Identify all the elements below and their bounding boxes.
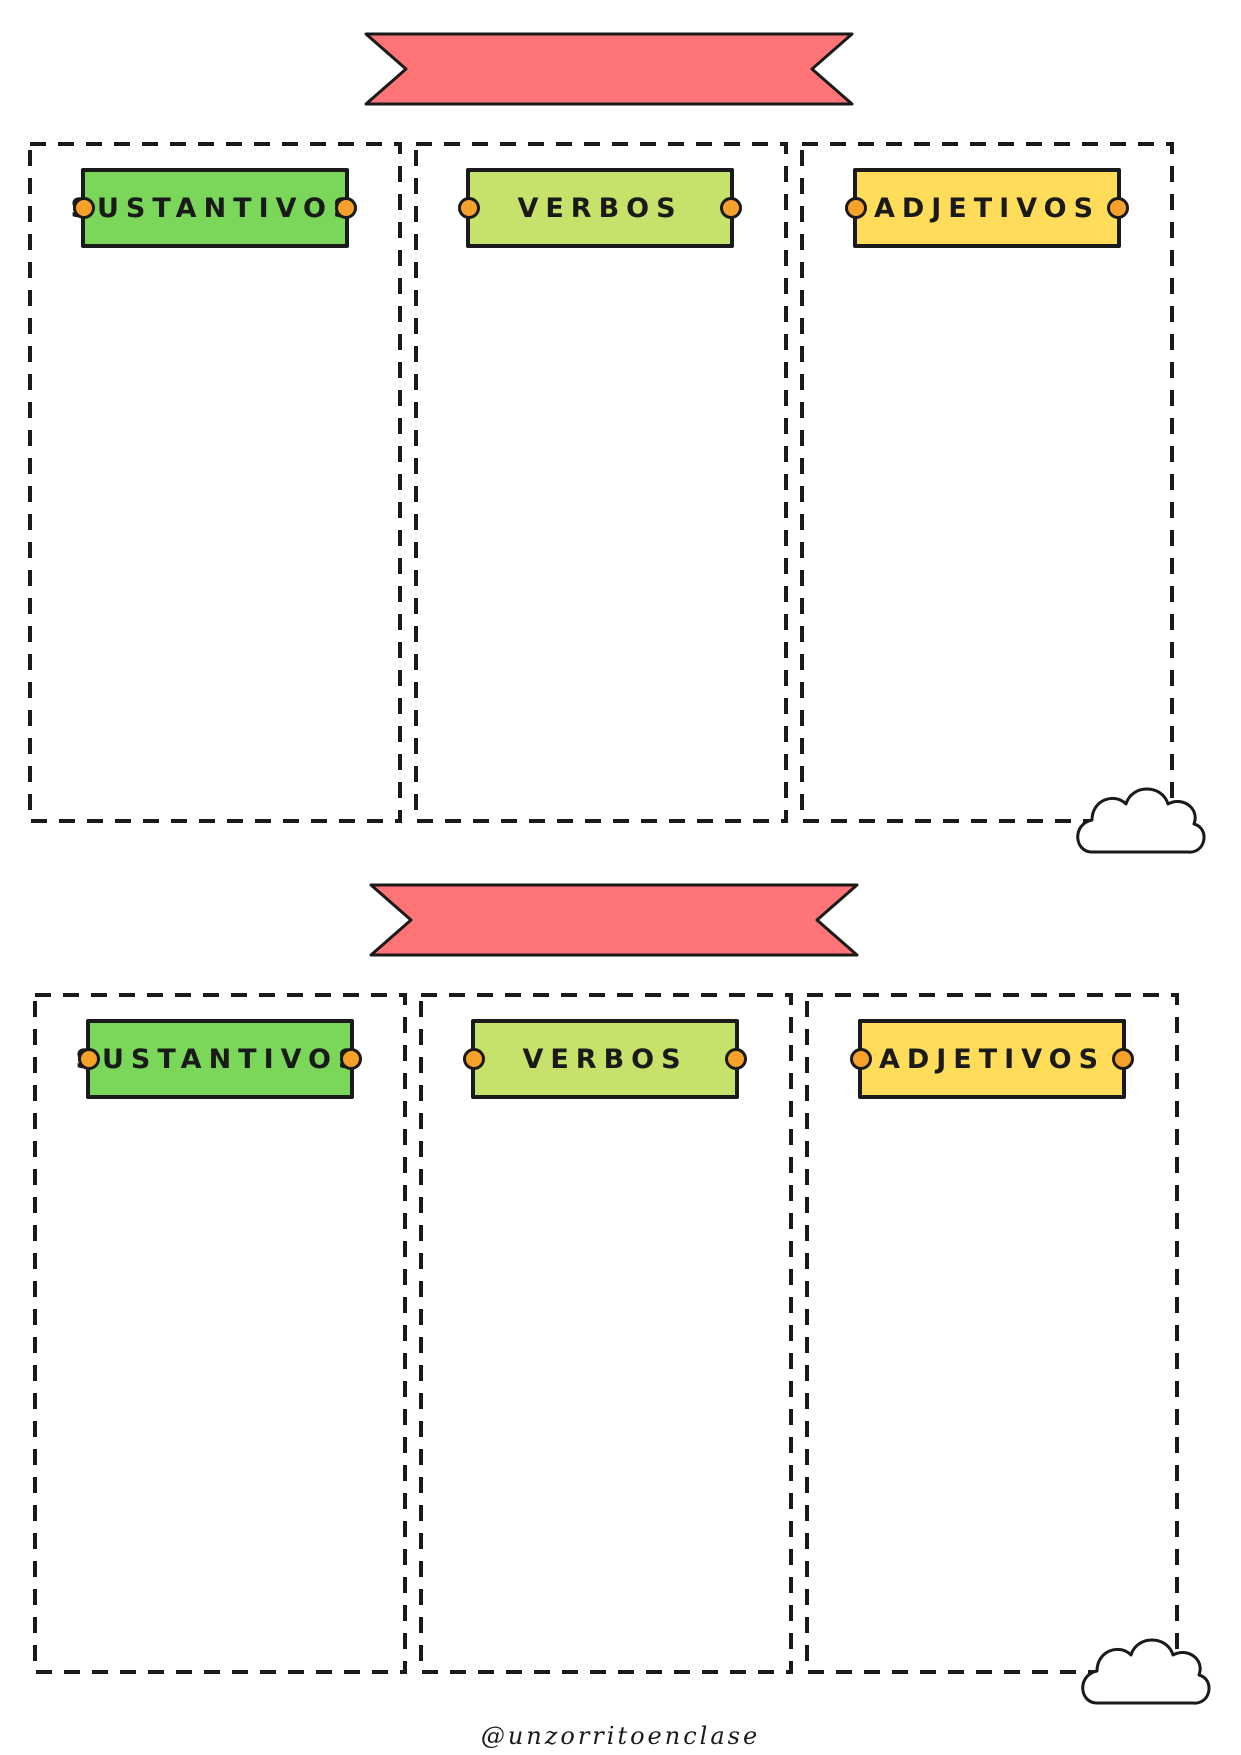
title-banner xyxy=(369,883,859,957)
label-verbos: VERBOS xyxy=(458,168,742,248)
label-adjetivos: ADJETIVOS xyxy=(850,1019,1134,1099)
author-handle: @unzorritoenclase xyxy=(480,1722,761,1750)
column-box-sustantivos[interactable] xyxy=(31,991,411,1681)
label-adjetivos: ADJETIVOS xyxy=(845,168,1129,248)
label-sustantivos: SUSTANTIVOS xyxy=(76,1019,362,1099)
pin-dot-icon xyxy=(73,197,95,219)
pin-dot-icon xyxy=(845,197,867,219)
label-sustantivos-text: SUSTANTIVOS xyxy=(75,1043,365,1075)
cloud-icon xyxy=(1081,1638,1211,1705)
label-verbos: VERBOS xyxy=(463,1019,747,1099)
label-adjetivos-text: ADJETIVOS xyxy=(873,192,1101,224)
pin-dot-icon xyxy=(78,1048,100,1070)
pin-dot-icon xyxy=(340,1048,362,1070)
pin-dot-icon xyxy=(720,197,742,219)
column-box-adjetivos[interactable] xyxy=(798,140,1178,830)
worksheet-section-1: SUSTANTIVOS VERBOS ADJETIVOS xyxy=(26,32,1206,854)
cloud-icon xyxy=(1076,787,1206,854)
label-sustantivos-text: SUSTANTIVOS xyxy=(70,192,360,224)
pin-dot-icon xyxy=(850,1048,872,1070)
label-verbos-text: VERBOS xyxy=(522,1043,688,1075)
title-banner xyxy=(364,32,854,106)
label-adjetivos-text: ADJETIVOS xyxy=(878,1043,1106,1075)
pin-dot-icon xyxy=(463,1048,485,1070)
label-sustantivos: SUSTANTIVOS xyxy=(71,168,357,248)
label-verbos-text: VERBOS xyxy=(517,192,683,224)
pin-dot-icon xyxy=(1112,1048,1134,1070)
column-box-verbos[interactable] xyxy=(417,991,797,1681)
column-box-sustantivos[interactable] xyxy=(26,140,406,830)
pin-dot-icon xyxy=(1107,197,1129,219)
pin-dot-icon xyxy=(458,197,480,219)
worksheet-section-2: SUSTANTIVOS VERBOS ADJETIVOS xyxy=(0,851,1241,1731)
pin-dot-icon xyxy=(725,1048,747,1070)
pin-dot-icon xyxy=(335,197,357,219)
column-box-adjetivos[interactable] xyxy=(803,991,1183,1681)
column-box-verbos[interactable] xyxy=(412,140,792,830)
